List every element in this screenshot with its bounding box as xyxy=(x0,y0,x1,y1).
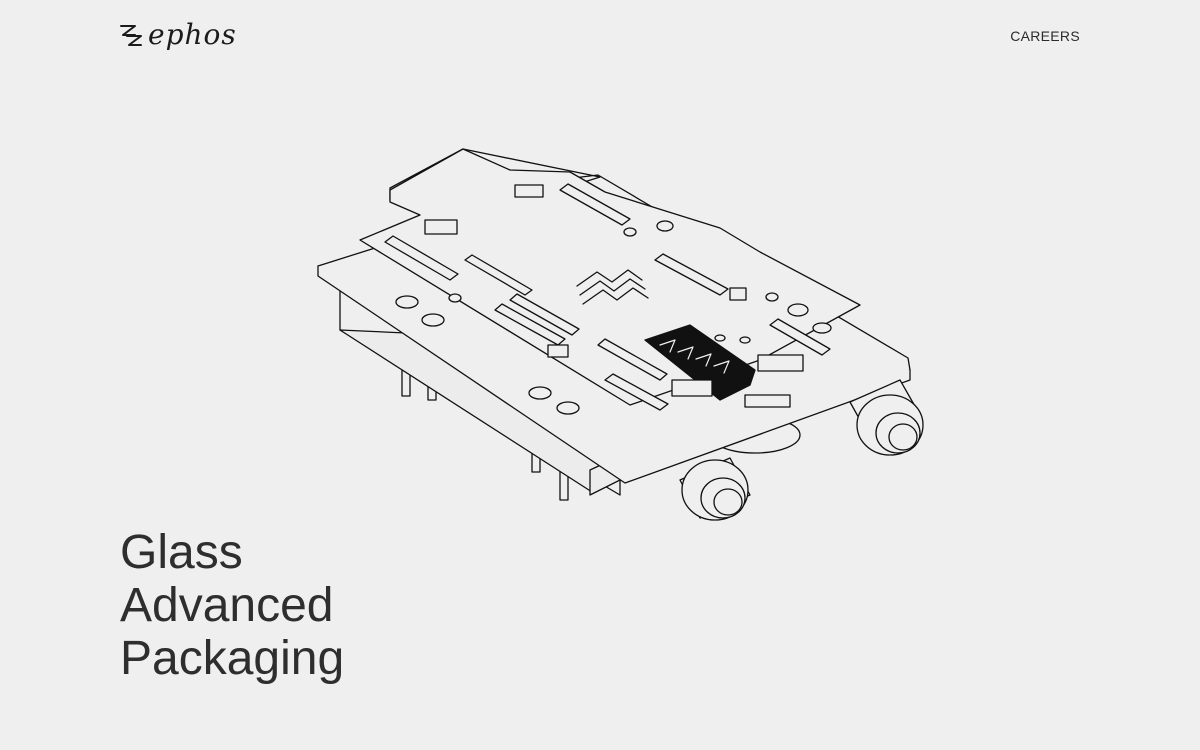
nav-careers-link[interactable]: CAREERS xyxy=(1010,28,1080,44)
hero-title: Glass Advanced Packaging xyxy=(120,526,344,685)
hero-title-line-1: Glass xyxy=(120,526,243,579)
logo-link[interactable]: ephos xyxy=(118,18,238,54)
hero-title-line-2: Advanced xyxy=(120,579,334,632)
logo-wordmark: ephos xyxy=(148,18,237,51)
connector-rails xyxy=(384,183,831,411)
hero-title-line-3: Packaging xyxy=(120,632,345,685)
cable-gland-right xyxy=(849,379,924,456)
cable-gland-left xyxy=(679,457,751,521)
connector-blocks xyxy=(424,184,804,408)
site-header: ephos CAREERS xyxy=(0,0,1200,80)
ephos-logo-icon xyxy=(120,25,142,46)
zigzag-mark xyxy=(576,269,649,305)
glass-packaging-module-illustration xyxy=(317,148,924,521)
screws xyxy=(395,220,832,415)
